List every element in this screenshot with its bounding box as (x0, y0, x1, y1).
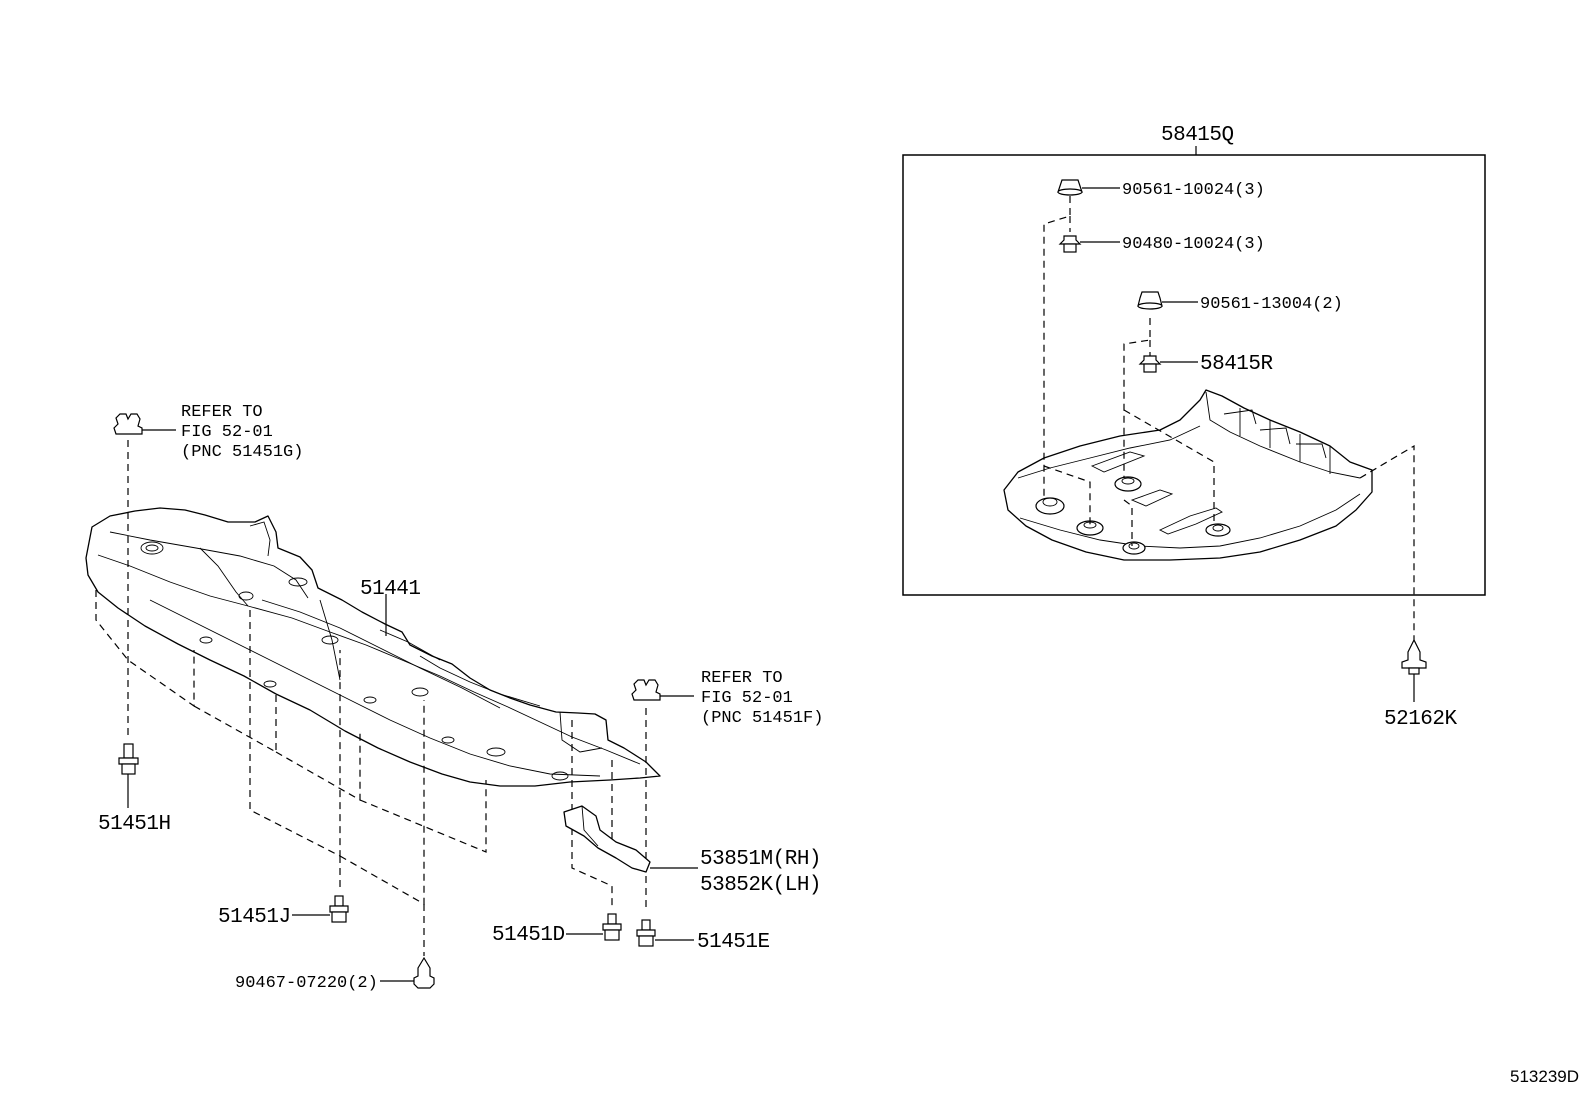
label-51441: 51441 (360, 578, 421, 601)
ref-label-51451g: REFER TO FIG 52-01 (PNC 51451G) (181, 403, 303, 462)
label-51451e: 51451E (697, 931, 770, 954)
bolt-51451d-icon (566, 913, 622, 941)
label-58415r: 58415R (1200, 353, 1274, 376)
clip-90467-icon (380, 956, 435, 989)
ref-line-1: REFER TO (181, 403, 263, 422)
dashed-guides-right (1043, 196, 1415, 640)
bracket-53851m-icon (563, 805, 698, 873)
ref-line-3: (PNC 51451F) (701, 709, 823, 728)
engine-under-cover-51441 (85, 507, 661, 787)
bolt-51451e-icon (636, 919, 694, 947)
ref-label-51451f: REFER TO FIG 52-01 (PNC 51451F) (701, 669, 823, 728)
figure-id: 513239D (1510, 1067, 1579, 1086)
label-90467: 90467-07220(2) (235, 974, 378, 993)
nut-58415r-icon (1138, 355, 1198, 373)
label-90561-13004: 90561-13004(2) (1200, 295, 1343, 314)
bolt-51451h-icon (118, 743, 139, 808)
label-90480-10024: 90480-10024(3) (1122, 235, 1265, 254)
label-53852k: 53852K(LH) (700, 874, 821, 897)
label-90561-10024: 90561-10024(3) (1122, 181, 1265, 200)
cap-90561-13004-icon (1137, 291, 1198, 310)
label-58415q: 58415Q (1161, 124, 1234, 147)
dashed-guides-left (95, 440, 647, 956)
clip-52162k-icon (1401, 638, 1427, 702)
ref-line-3: (PNC 51451G) (181, 443, 303, 462)
ref-line-2: FIG 52-01 (701, 689, 793, 708)
label-53851m: 53851M(RH) (700, 848, 821, 871)
label-51451h: 51451H (98, 813, 171, 836)
under-cover-58415q (1003, 389, 1373, 561)
label-51451d: 51451D (492, 924, 565, 947)
nut-90480-10024-icon (1058, 235, 1120, 253)
cap-90561-10024-icon (1057, 179, 1120, 196)
ref-line-1: REFER TO (701, 669, 783, 688)
clip-51451g-icon (113, 413, 176, 435)
label-52162k: 52162K (1384, 708, 1458, 731)
label-51451j: 51451J (218, 906, 291, 929)
clip-51451f-icon (631, 679, 694, 701)
assembly-box-58415q (902, 154, 1486, 596)
ref-line-2: FIG 52-01 (181, 423, 273, 442)
bolt-51451j-icon (292, 895, 349, 923)
